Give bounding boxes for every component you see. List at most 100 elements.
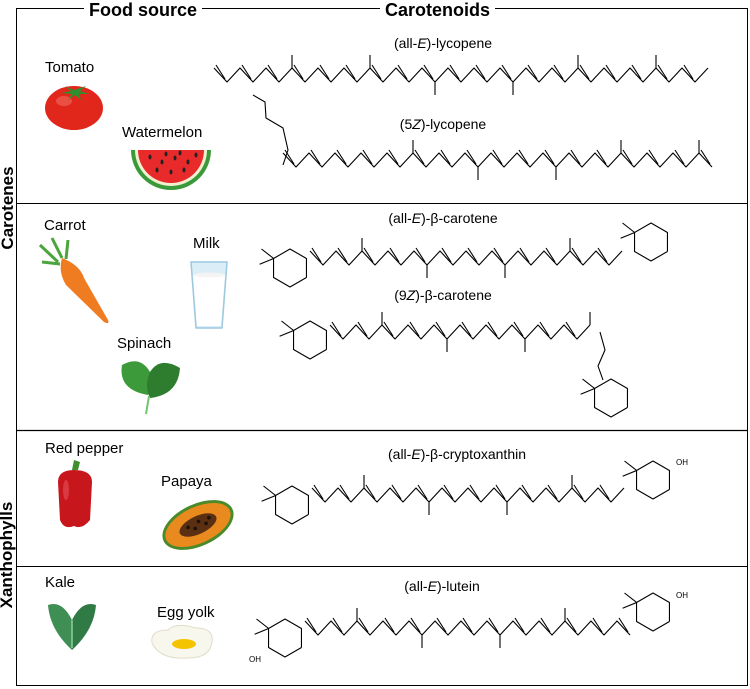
lycopene-all-e-double-bond xyxy=(631,64,642,80)
food-label-watermelon: Watermelon xyxy=(122,124,203,141)
beta-carotene-9z-double-bond xyxy=(409,321,420,337)
lutein-double-bond xyxy=(384,617,395,633)
beta-carotene-all-e-double-bond xyxy=(571,247,582,263)
lycopene-5z-double-bond xyxy=(570,149,581,165)
kale-icon xyxy=(48,604,96,650)
lycopene-5z-double-bond xyxy=(648,149,659,165)
beta-carotene-all-e-double-bond xyxy=(597,247,608,263)
beta-carotene-9z-ring-left-methyl xyxy=(281,320,294,331)
food-label-spinach: Spinach xyxy=(117,335,172,352)
beta-cryptoxanthin-ring-left-methyl xyxy=(261,494,276,502)
beta-carotene-all-e-double-bond xyxy=(545,247,556,263)
beta-cryptoxanthin-double-bond xyxy=(443,484,454,500)
hydroxyl-label-lutein-left: OH xyxy=(249,655,261,664)
molecule-label-5z-lycopene: (5Z)-lycopene xyxy=(399,116,487,132)
beta-carotene-9z-double-bond xyxy=(331,321,342,337)
lutein-ring-left xyxy=(267,618,303,658)
beta-cryptoxanthin-double-bond xyxy=(547,484,558,500)
lycopene-all-e-double-bond xyxy=(371,64,382,80)
lycopene-5z-double-bond xyxy=(466,149,477,165)
beta-cryptoxanthin-ring-left-methyl xyxy=(263,485,276,496)
lycopene-all-e-double-bond xyxy=(527,64,538,80)
beta-carotene-9z-ring-left-methyl xyxy=(279,329,294,337)
spinach-icon xyxy=(121,361,180,415)
beta-cryptoxanthin-double-bond xyxy=(417,484,428,500)
lutein-double-bond xyxy=(410,617,421,633)
beta-carotene-all-e-ring-left-methyl xyxy=(259,257,274,265)
lycopene-all-e-double-bond xyxy=(241,64,252,80)
lycopene-all-e-double-bond xyxy=(657,64,668,80)
beta-carotene-9z-ring-bottom xyxy=(593,378,629,418)
beta-carotene-9z-chain xyxy=(329,324,591,340)
beta-carotene-9z-ring-bottom-methyl xyxy=(582,378,595,389)
beta-cryptoxanthin-double-bond xyxy=(521,484,532,500)
lycopene-5z-chain xyxy=(282,152,713,168)
beta-carotene-all-e-ring-right-methyl xyxy=(620,231,635,239)
lycopene-all-e-double-bond xyxy=(501,64,512,80)
lutein-double-bond xyxy=(618,617,629,633)
carrot-icon xyxy=(38,237,109,324)
beta-cryptoxanthin-ring-right xyxy=(635,460,671,500)
lutein-double-bond xyxy=(306,617,317,633)
lycopene-5z-double-bond xyxy=(700,149,711,165)
food-label-tomato: Tomato xyxy=(45,59,95,76)
lycopene-all-e-double-bond xyxy=(475,64,486,80)
lycopene-all-e-double-bond xyxy=(683,64,694,80)
beta-carotene-9z-double-bond xyxy=(487,321,498,337)
beta-cryptoxanthin-ring-left xyxy=(274,485,310,525)
molecule-label-all-e-beta-cryptoxanthin: (all-E)-β-cryptoxanthin xyxy=(388,446,526,462)
lycopene-5z-double-bond xyxy=(284,149,295,165)
red-pepper-icon xyxy=(58,460,92,528)
lycopene-all-e-double-bond xyxy=(397,64,408,80)
beta-carotene-9z-double-bond xyxy=(461,321,472,337)
tomato-icon xyxy=(45,86,103,130)
food-label-carrot: Carrot xyxy=(44,217,86,234)
beta-cryptoxanthin-double-bond xyxy=(365,484,376,500)
lutein-ring-left-methyl xyxy=(254,627,269,635)
beta-carotene-9z-ring-left xyxy=(292,320,328,360)
lycopene-all-e-double-bond xyxy=(215,64,226,80)
lutein-double-bond xyxy=(514,617,525,633)
beta-carotene-all-e-ring-left-methyl xyxy=(261,248,274,259)
beta-cryptoxanthin-double-bond xyxy=(339,484,350,500)
beta-cryptoxanthin-double-bond xyxy=(469,484,480,500)
beta-carotene-9z-double-bond xyxy=(357,321,368,337)
lycopene-5z-double-bond xyxy=(518,149,529,165)
lycopene-5z-double-bond xyxy=(596,149,607,165)
beta-cryptoxanthin-double-bond xyxy=(599,484,610,500)
beta-carotene-all-e-double-bond xyxy=(519,247,530,263)
food-label-egg-yolk: Egg yolk xyxy=(157,604,215,621)
beta-cryptoxanthin-ring-right-methyl xyxy=(624,460,637,471)
beta-cryptoxanthin-double-bond xyxy=(391,484,402,500)
lutein-ring-left-methyl xyxy=(256,618,269,629)
lutein-double-bond xyxy=(462,617,473,633)
beta-cryptoxanthin-double-bond xyxy=(313,484,324,500)
beta-carotene-all-e-double-bond xyxy=(493,247,504,263)
lycopene-5z-double-bond xyxy=(362,149,373,165)
beta-carotene-all-e-ring-right xyxy=(633,222,669,262)
beta-carotene-9z-ring-bottom-methyl xyxy=(580,387,595,395)
lutein-ring-right-methyl xyxy=(624,592,637,603)
lycopene-all-e-double-bond xyxy=(319,64,330,80)
lycopene-5z-double-bond xyxy=(674,149,685,165)
food-label-milk: Milk xyxy=(193,235,220,252)
beta-carotene-all-e-double-bond xyxy=(363,247,374,263)
hydroxyl-label-lutein-right: OH xyxy=(676,591,688,600)
lycopene-all-e-double-bond xyxy=(579,64,590,80)
lutein-double-bond xyxy=(332,617,343,633)
egg-yolk-icon xyxy=(151,624,213,659)
beta-carotene-all-e-double-bond xyxy=(467,247,478,263)
molecule-label-all-e-beta-carotene: (all-E)-β-carotene xyxy=(388,210,498,226)
lutein-double-bond xyxy=(566,617,577,633)
molecule-label-all-e-lutein: (all-E)-lutein xyxy=(404,578,480,594)
lycopene-all-e-double-bond xyxy=(267,64,278,80)
beta-carotene-all-e-double-bond xyxy=(441,247,452,263)
lycopene-5z-double-bond xyxy=(622,149,633,165)
beta-carotene-all-e-double-bond xyxy=(337,247,348,263)
lycopene-all-e-double-bond xyxy=(605,64,616,80)
header-carotenoids: Carotenoids xyxy=(380,0,496,21)
lutein-ring-right-methyl xyxy=(622,601,637,609)
food-label-red-pepper: Red pepper xyxy=(45,440,124,457)
lycopene-5z-double-bond xyxy=(310,149,321,165)
